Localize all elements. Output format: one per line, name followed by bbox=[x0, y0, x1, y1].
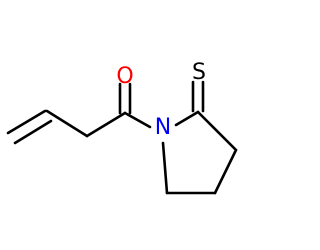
bond-ring-c3-c4 bbox=[213, 148, 238, 195]
bond-ring-c2-c3 bbox=[196, 110, 238, 152]
bond-vinyl-double-outer bbox=[6, 109, 47, 135]
bond-ch2-carbonyl bbox=[85, 111, 127, 138]
molecule-structure: O N S bbox=[6, 60, 238, 195]
oxygen-atom-label: O bbox=[116, 64, 133, 89]
bond-vinyl-double-inner bbox=[13, 119, 53, 145]
bond-carbonyl-nitrogen bbox=[123, 111, 152, 129]
bond-ring-c5-nitrogen bbox=[161, 141, 169, 195]
sulfur-atom-label: S bbox=[192, 60, 206, 85]
nitrogen-atom-label: N bbox=[155, 115, 171, 140]
bond-nitrogen-thiocarbonyl bbox=[174, 110, 200, 127]
bond-vinyl-ch2 bbox=[45, 109, 89, 138]
